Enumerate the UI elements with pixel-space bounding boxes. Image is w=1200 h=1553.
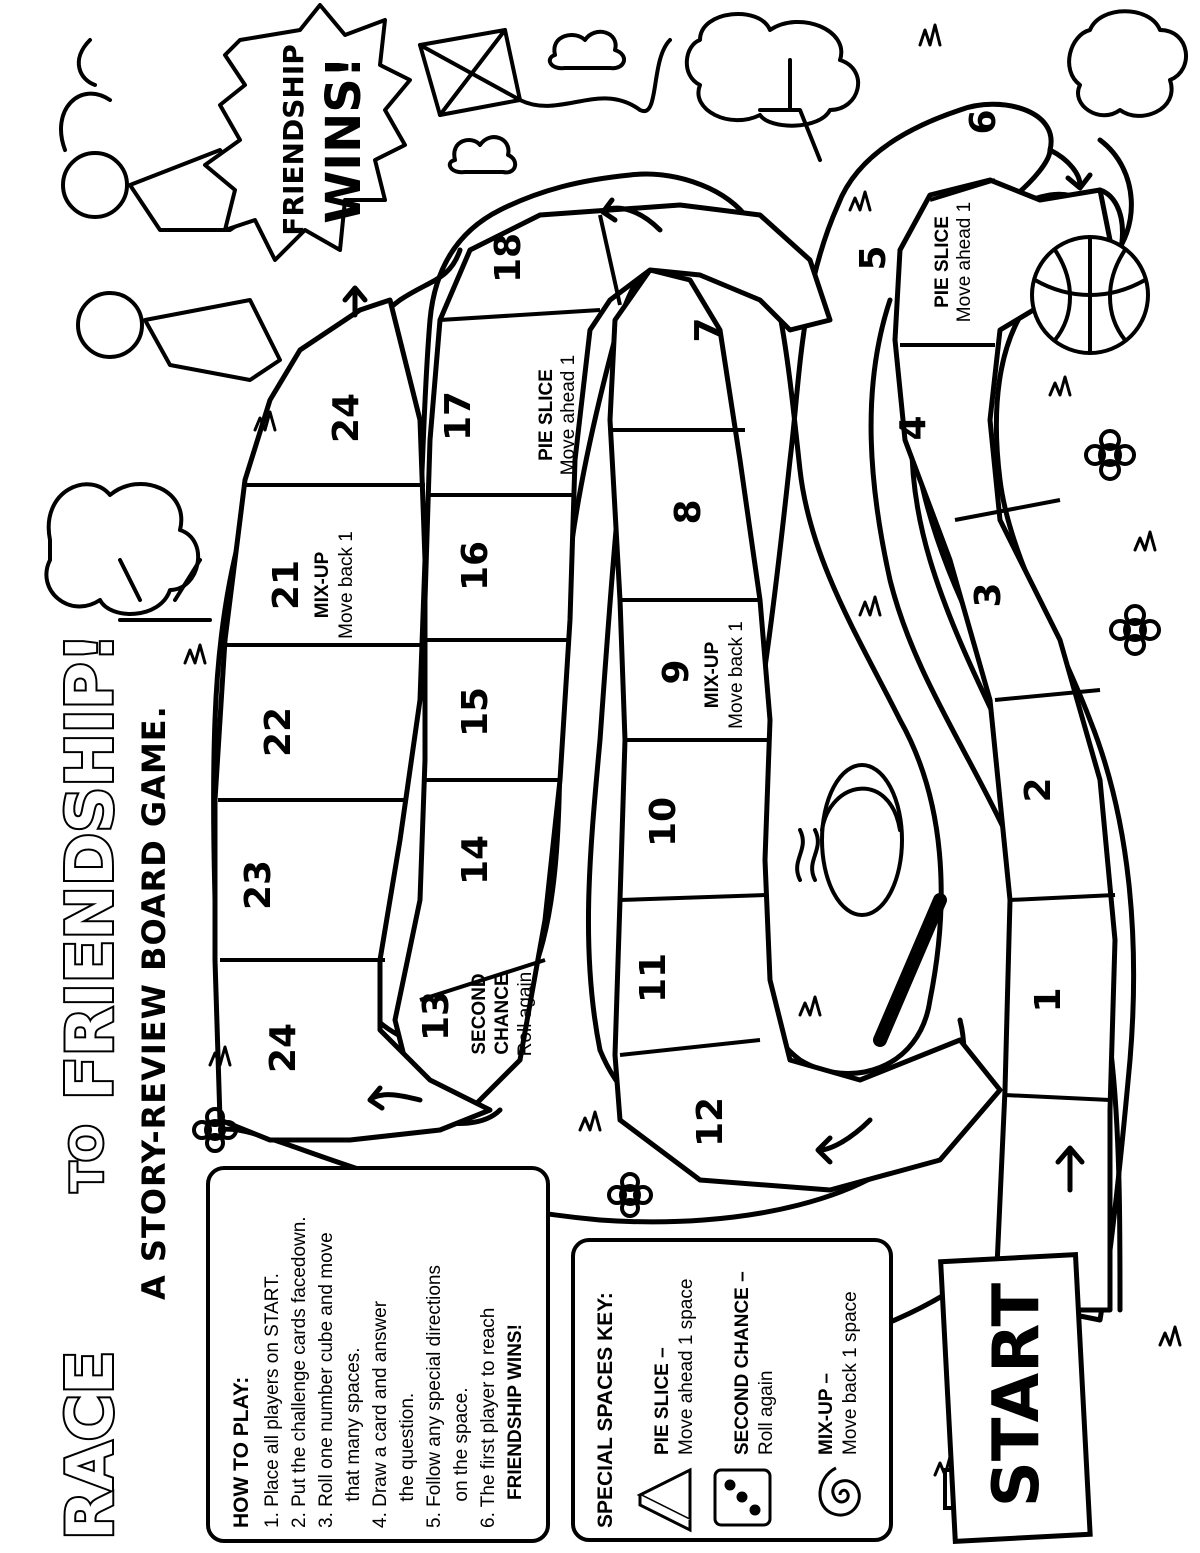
space-22-number: 22: [258, 707, 299, 757]
rule-line-8: on the space.: [451, 1388, 472, 1528]
key-item-mixup-desc: Move back 1 space: [840, 1291, 861, 1455]
start-sign: START: [938, 1252, 1093, 1544]
special-spaces-key-box: SPECIAL SPACES KEY: PIE SLICE – Move ahe…: [571, 1238, 893, 1542]
space-13-label-2: CHANCE: [492, 973, 513, 1054]
space-4-number: 4: [893, 415, 934, 440]
grass-tufts: [183, 23, 1182, 1477]
tree-icon: [1067, 9, 1188, 118]
space-12-number: 12: [690, 1097, 731, 1147]
kids-illustration: [59, 38, 282, 382]
title-block: RACE TO FRIENDSHIP! A STORY-REVIEW BOARD…: [52, 631, 173, 1542]
arrow-curve-18-icon: [600, 197, 663, 233]
space-18-number: 18: [488, 233, 529, 283]
rule-line-3: 3. Roll one number cube and move: [316, 1232, 337, 1528]
key-heading: SPECIAL SPACES KEY:: [594, 1292, 617, 1528]
rule-line-6: the question.: [397, 1393, 418, 1528]
space-21-label: MIX-UP: [312, 551, 333, 618]
direction-arrows: [342, 147, 1093, 1193]
space-16-number: 16: [455, 541, 496, 591]
rule-line-7: 5. Follow any special directions: [424, 1265, 445, 1528]
flower-icon: [607, 1172, 653, 1218]
space-21-number: 21: [266, 560, 307, 610]
space-14-number: 14: [455, 835, 496, 885]
space-17-number: 17: [438, 391, 479, 441]
title-friendship: FRIENDSHIP!: [54, 633, 128, 1100]
rule-line-2: 2. Put the challenge cards facedown.: [289, 1216, 310, 1528]
space-3-number: 3: [968, 582, 1009, 607]
flower-icon: [1084, 429, 1136, 481]
space-11-number: 11: [633, 953, 674, 1003]
space-6-number: 6: [963, 109, 1004, 134]
dice-icon: [713, 1468, 772, 1527]
space-labels: 1 2 3 4 5 PIE SLICE Move ahead 1 6 7 8 9…: [238, 109, 1069, 1147]
space-dividers: [218, 178, 1116, 1102]
finish-burst: FRIENDSHIP WINS!: [203, 3, 412, 262]
space-13-label-1: SECOND: [469, 973, 490, 1054]
key-item-second-chance-desc: Roll again: [756, 1371, 777, 1456]
finish-line1: FRIENDSHIP: [277, 44, 310, 235]
cloud-icon: [547, 29, 626, 71]
space-1-number: 1: [1028, 987, 1069, 1012]
space-9-label: MIX-UP: [702, 641, 723, 708]
space-10-number: 10: [643, 797, 684, 847]
key-item-pie-name: PIE SLICE –: [652, 1347, 673, 1455]
title-to: TO: [62, 1125, 113, 1192]
space-17-label: PIE SLICE: [536, 369, 557, 461]
space-5-sub: Move ahead 1: [954, 202, 975, 322]
spiral-icon: [818, 1466, 861, 1517]
space-13-number: 13: [416, 991, 457, 1041]
space-21-sub: Move back 1: [336, 531, 357, 639]
space-24-top-number: 24: [326, 393, 367, 443]
arrow-up-24-icon: [342, 285, 368, 318]
arrow-curve-6-icon: [1047, 147, 1093, 191]
rule-line-5: 4. Draw a card and answer: [370, 1300, 391, 1528]
key-item-mixup-name: MIX-UP –: [816, 1373, 837, 1455]
space-15-number: 15: [455, 687, 496, 737]
tree-icon: [44, 482, 212, 622]
space-24-bottom-number: 24: [263, 1023, 304, 1073]
start-label: START: [980, 1282, 1054, 1507]
space-7-number: 7: [688, 317, 729, 342]
space-9-number: 9: [656, 659, 697, 684]
arrow-curve-24-bottom-icon: [367, 1085, 423, 1111]
space-5-label: PIE SLICE: [932, 216, 953, 308]
page-subtitle: A STORY-REVIEW BOARD GAME.: [135, 705, 173, 1300]
space-5-number: 5: [853, 245, 894, 270]
pie-icon: [795, 763, 947, 1047]
arrow-curve-12-icon: [815, 1117, 873, 1165]
how-to-play-box: HOW TO PLAY: 1. Place all players on STA…: [206, 1166, 550, 1543]
cloud-icon: [447, 135, 518, 175]
rule-line-10: FRIENDSHIP WINS!: [505, 1324, 526, 1500]
space-9-sub: Move back 1: [726, 621, 747, 729]
how-to-play-heading: HOW TO PLAY:: [230, 1377, 253, 1528]
key-item-second-chance-name: SECOND CHANCE –: [732, 1271, 753, 1455]
finish-line2: WINS!: [316, 56, 372, 223]
flower-icon: [1109, 604, 1161, 656]
rule-line-4: that many spaces.: [343, 1347, 364, 1528]
rule-line-1: 1. Place all players on START.: [262, 1273, 283, 1528]
kite-icon: [418, 28, 672, 117]
arrow-up-start-icon: [1055, 1145, 1085, 1193]
space-17-sub: Move ahead 1: [558, 355, 579, 475]
flower-icon: [192, 1107, 238, 1153]
tree-icon: [684, 12, 860, 162]
space-2-number: 2: [1018, 777, 1059, 802]
pie-slice-icon: [636, 1467, 692, 1533]
rule-line-9: 6. The first player to reach: [478, 1308, 499, 1528]
track-lanes: [212, 177, 1118, 1313]
space-13-sub: Roll again: [515, 972, 536, 1057]
basketball-icon: [1030, 235, 1150, 355]
title-race: RACE: [54, 1351, 128, 1541]
space-23-number: 23: [238, 860, 279, 910]
illustrations: [44, 9, 1188, 1477]
key-item-pie-desc: Move ahead 1 space: [676, 1279, 697, 1455]
space-8-number: 8: [668, 499, 709, 524]
